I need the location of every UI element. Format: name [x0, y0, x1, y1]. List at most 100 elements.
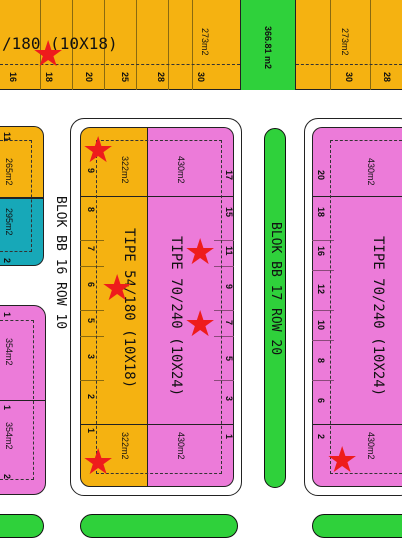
main-divider: [214, 310, 234, 311]
left-dash: [0, 140, 32, 252]
pink-lot-7: 7: [224, 320, 234, 326]
star-marker: ★: [326, 439, 359, 480]
pink-lot-9: 9: [224, 284, 234, 290]
right-block-outline: [304, 118, 402, 496]
right-lot-12: 12: [316, 284, 326, 295]
top-green-lot: [240, 0, 296, 90]
left-teal-lot: [0, 198, 44, 266]
main-divider: [148, 424, 234, 425]
right-lot-20: 20: [316, 170, 326, 181]
top-right-orange-strip: [296, 0, 402, 90]
left-area-265: 265m2: [4, 158, 14, 186]
top-lot-25: 25: [120, 72, 130, 83]
star-marker: ★: [184, 303, 217, 344]
top-dash-line: [0, 64, 240, 65]
top-lot-28-right: 28: [382, 72, 392, 83]
star-marker: ★: [101, 267, 134, 308]
orange-lot-7: 7: [86, 246, 96, 252]
pink-lot-15: 15: [224, 207, 234, 218]
top-lot-30-right: 30: [344, 72, 354, 83]
top-grid-line: [370, 0, 371, 90]
right-divider: [312, 196, 402, 197]
pink-lot-5: 5: [224, 356, 234, 362]
top-area-273b: 273m2: [340, 28, 350, 56]
block16-label: BLOK BB 16 ROW 10: [53, 196, 68, 330]
star-marker: ★: [82, 441, 115, 482]
pink-area-top: 430m2: [176, 156, 186, 184]
right-pink-block: [312, 127, 402, 487]
pink-lot-11: 11: [224, 246, 234, 256]
right-lot-16: 16: [316, 246, 326, 257]
orange-area-top: 322m2: [120, 156, 130, 184]
pink-lot-1: 1: [224, 434, 234, 440]
left-pink-dash: [0, 320, 34, 480]
right-dash-outline: [330, 140, 402, 474]
left-area-354a: 354m2: [4, 338, 14, 366]
pink-area-bottom: 430m2: [176, 432, 186, 460]
orange-lot-3: 3: [86, 354, 96, 360]
star-marker: ★: [82, 129, 115, 170]
left-lot-11: 11: [2, 132, 12, 142]
main-divider: [80, 424, 148, 425]
main-block-outline: [70, 118, 242, 496]
orange-type-label: TIPE 54/180 (10X18): [121, 228, 137, 389]
pink-type-label: TIPE 70/240 (10X24): [168, 236, 184, 397]
right-lot-2: 2: [316, 434, 326, 440]
top-lot-30: 30: [196, 72, 206, 83]
top-lot-28: 28: [156, 72, 166, 83]
bottom-green-strip: [80, 514, 238, 538]
left-area-354b: 354m2: [4, 422, 14, 450]
left-lot-z: 2: [2, 474, 12, 480]
top-lot-18: 18: [44, 72, 54, 83]
top-grid-line: [330, 0, 331, 90]
block17-green-strip: [264, 128, 286, 488]
orange-lot-6: 6: [86, 282, 96, 288]
main-orange-column: [80, 127, 148, 487]
main-pink-column: [148, 127, 234, 487]
left-lot-1: 1: [2, 312, 12, 318]
top-area-273a: 273m2: [200, 28, 210, 56]
right-lot-6: 6: [316, 398, 326, 404]
main-divider: [214, 380, 234, 381]
main-dash-outline: [96, 140, 222, 474]
orange-lot-5: 5: [86, 318, 96, 324]
right-divider: [312, 424, 402, 425]
bottom-green-strip: [0, 514, 44, 538]
right-lot-10: 10: [316, 320, 326, 331]
orange-lot-9: 9: [86, 168, 96, 174]
left-area-295: 295m2: [4, 208, 14, 236]
star-marker: ★: [32, 33, 65, 74]
right-area-bottom: 430m2: [366, 432, 376, 460]
pink-lot-3: 3: [224, 396, 234, 402]
main-divider: [80, 336, 104, 337]
top-grid-line: [192, 0, 193, 90]
star-marker: ★: [184, 231, 217, 272]
left-pink-divider: [0, 400, 46, 401]
bottom-green-strip: [312, 514, 402, 538]
right-divider: [312, 240, 334, 241]
left-lot-r: 1: [2, 405, 12, 411]
orange-lot-8: 8: [86, 207, 96, 213]
main-divider: [80, 266, 104, 267]
top-grid-line: [136, 0, 137, 90]
top-grid-line: [72, 0, 73, 90]
right-lot-8: 8: [316, 358, 326, 364]
top-lot-20: 20: [84, 72, 94, 83]
right-area-top: 430m2: [366, 158, 376, 186]
main-divider: [214, 240, 234, 241]
main-divider: [148, 196, 234, 197]
right-divider: [312, 340, 334, 341]
orange-area-bottom: 322m2: [120, 432, 130, 460]
top-grid-line: [168, 0, 169, 90]
main-divider: [214, 266, 234, 267]
right-lot-18: 18: [316, 207, 326, 218]
top-grid-line: [40, 0, 41, 90]
top-grid-line: [104, 0, 105, 90]
right-type-label: TIPE 70/240 (10X24): [370, 236, 386, 397]
left-lot-2: 2: [2, 258, 12, 264]
left-orange-lot: [0, 126, 44, 198]
top-dash-line: [296, 64, 402, 65]
orange-lot-2: 2: [86, 394, 96, 400]
main-divider: [80, 240, 104, 241]
right-divider: [312, 270, 334, 271]
